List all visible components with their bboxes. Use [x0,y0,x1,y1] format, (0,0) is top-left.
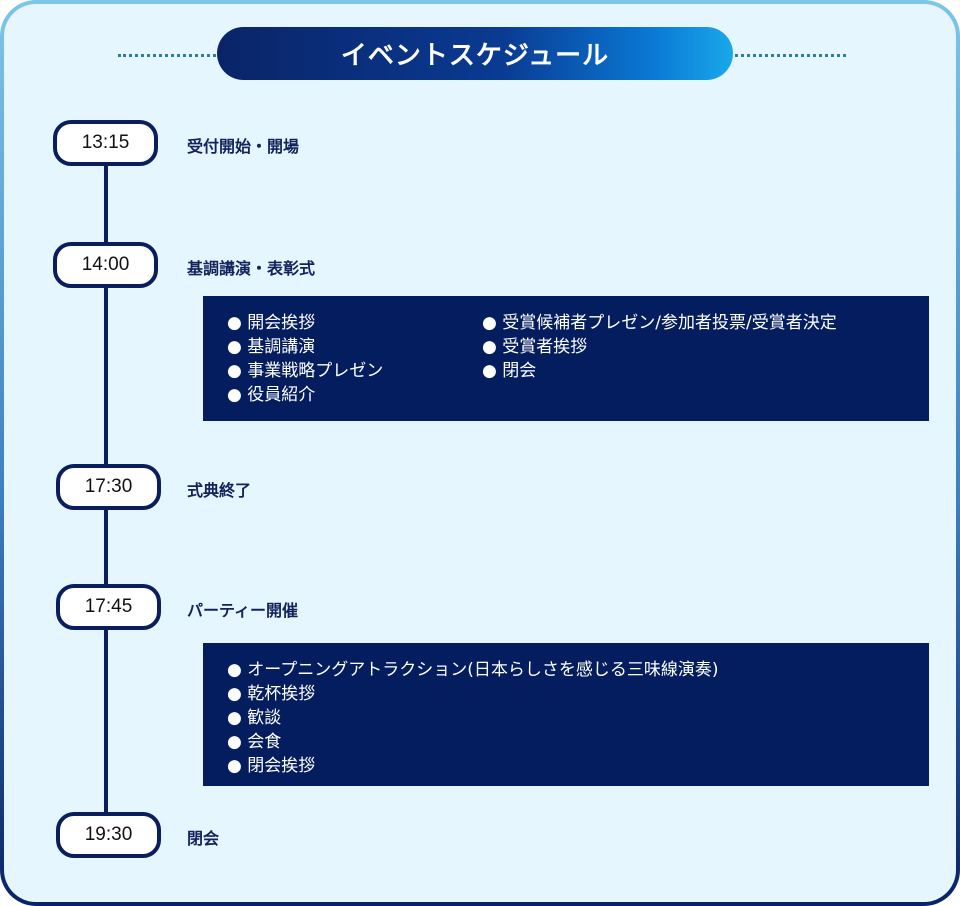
ceremony-details: 開会挨拶 基調講演 事業戦略プレゼン 役員紹介 受賞候補者プレゼン/参加者投票/… [203,296,929,421]
list-item: 歓談 [227,706,905,730]
party-details: オープニングアトラクション(日本らしさを感じる三味線演奏) 乾杯挨拶 歓談 会食… [203,643,929,786]
page-title: イベントスケジュール [217,27,733,80]
list-item: オープニングアトラクション(日本らしさを感じる三味線演奏) [227,658,905,682]
list-item: 開会挨拶 [227,311,482,335]
schedule-label: 式典終了 [187,481,252,500]
schedule-panel: イベントスケジュール 13:15 受付開始・開場 14:00 基調講演・表彰式 … [4,4,956,902]
schedule-label: パーティー開催 [187,601,299,620]
schedule-label: 基調講演・表彰式 [187,259,316,278]
list-item: 受賞候補者プレゼン/参加者投票/受賞者決定 [482,311,905,335]
title-divider-left [118,54,216,57]
title-divider-right [735,54,846,57]
time-badge: 13:15 [53,120,158,166]
ceremony-column-1: 開会挨拶 基調講演 事業戦略プレゼン 役員紹介 [227,311,482,406]
schedule-label: 受付開始・開場 [187,137,300,156]
ceremony-column-2: 受賞候補者プレゼン/参加者投票/受賞者決定 受賞者挨拶 閉会 [482,311,905,406]
list-item: 受賞者挨拶 [482,335,905,359]
time-badge: 17:30 [56,464,161,510]
time-badge: 17:45 [56,584,161,630]
list-item: 会食 [227,730,905,754]
list-item: 閉会 [482,359,905,383]
list-item: 基調講演 [227,335,482,359]
list-item: 役員紹介 [227,383,482,407]
time-badge: 19:30 [56,812,161,858]
schedule-label: 閉会 [187,829,220,848]
time-badge: 14:00 [53,242,158,288]
list-item: 事業戦略プレゼン [227,359,482,383]
list-item: 乾杯挨拶 [227,682,905,706]
list-item: 閉会挨拶 [227,754,905,778]
